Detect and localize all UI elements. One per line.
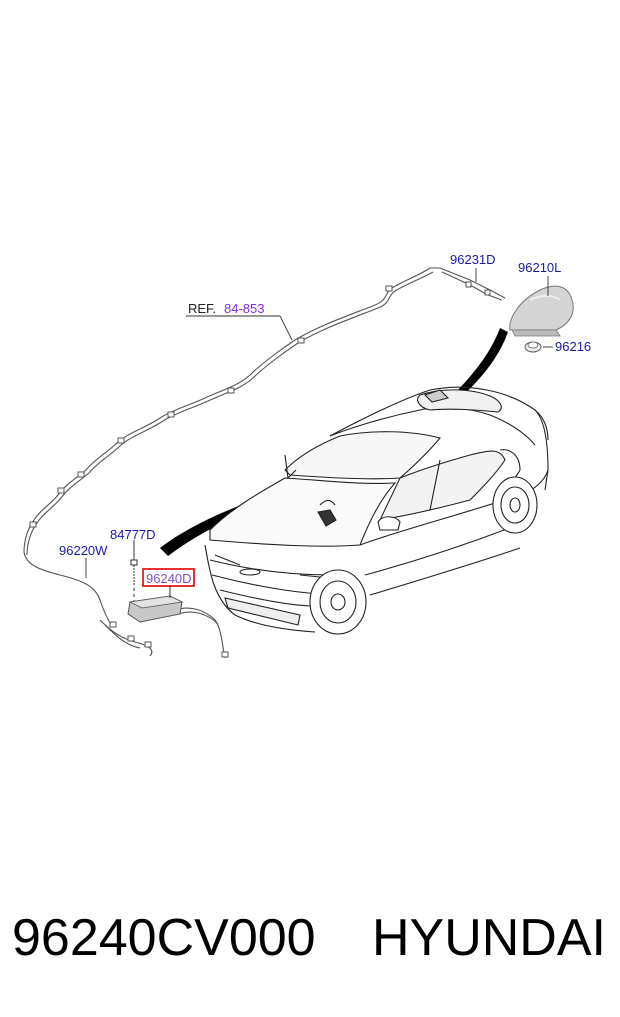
module-96240D [127,585,184,623]
label-84777D[interactable]: 84777D [110,527,156,542]
nut-96216 [524,341,542,353]
ref-number[interactable]: 84-853 [224,301,264,316]
part-number: 96240CV000 [12,909,316,967]
brand-name: HYUNDAI [371,909,606,967]
cable-clips [29,281,491,658]
footer: 96240CV000 HYUNDAI [0,880,620,1000]
highlight-box [142,568,195,587]
label-96210L[interactable]: 96210L [518,260,561,275]
label-96216[interactable]: 96216 [555,339,591,354]
leader-lines [85,268,553,578]
label-96220W[interactable]: 96220W [59,543,108,558]
ref-prefix: REF. [188,301,216,316]
car-body [204,386,549,635]
shark-fin-antenna [509,285,574,337]
parts-diagram: REF. 84-853 96231D 96210L 96216 84777D 9… [23,252,591,659]
label-96240D[interactable]: 96240D [146,571,192,586]
label-96231D[interactable]: 96231D [450,252,496,267]
